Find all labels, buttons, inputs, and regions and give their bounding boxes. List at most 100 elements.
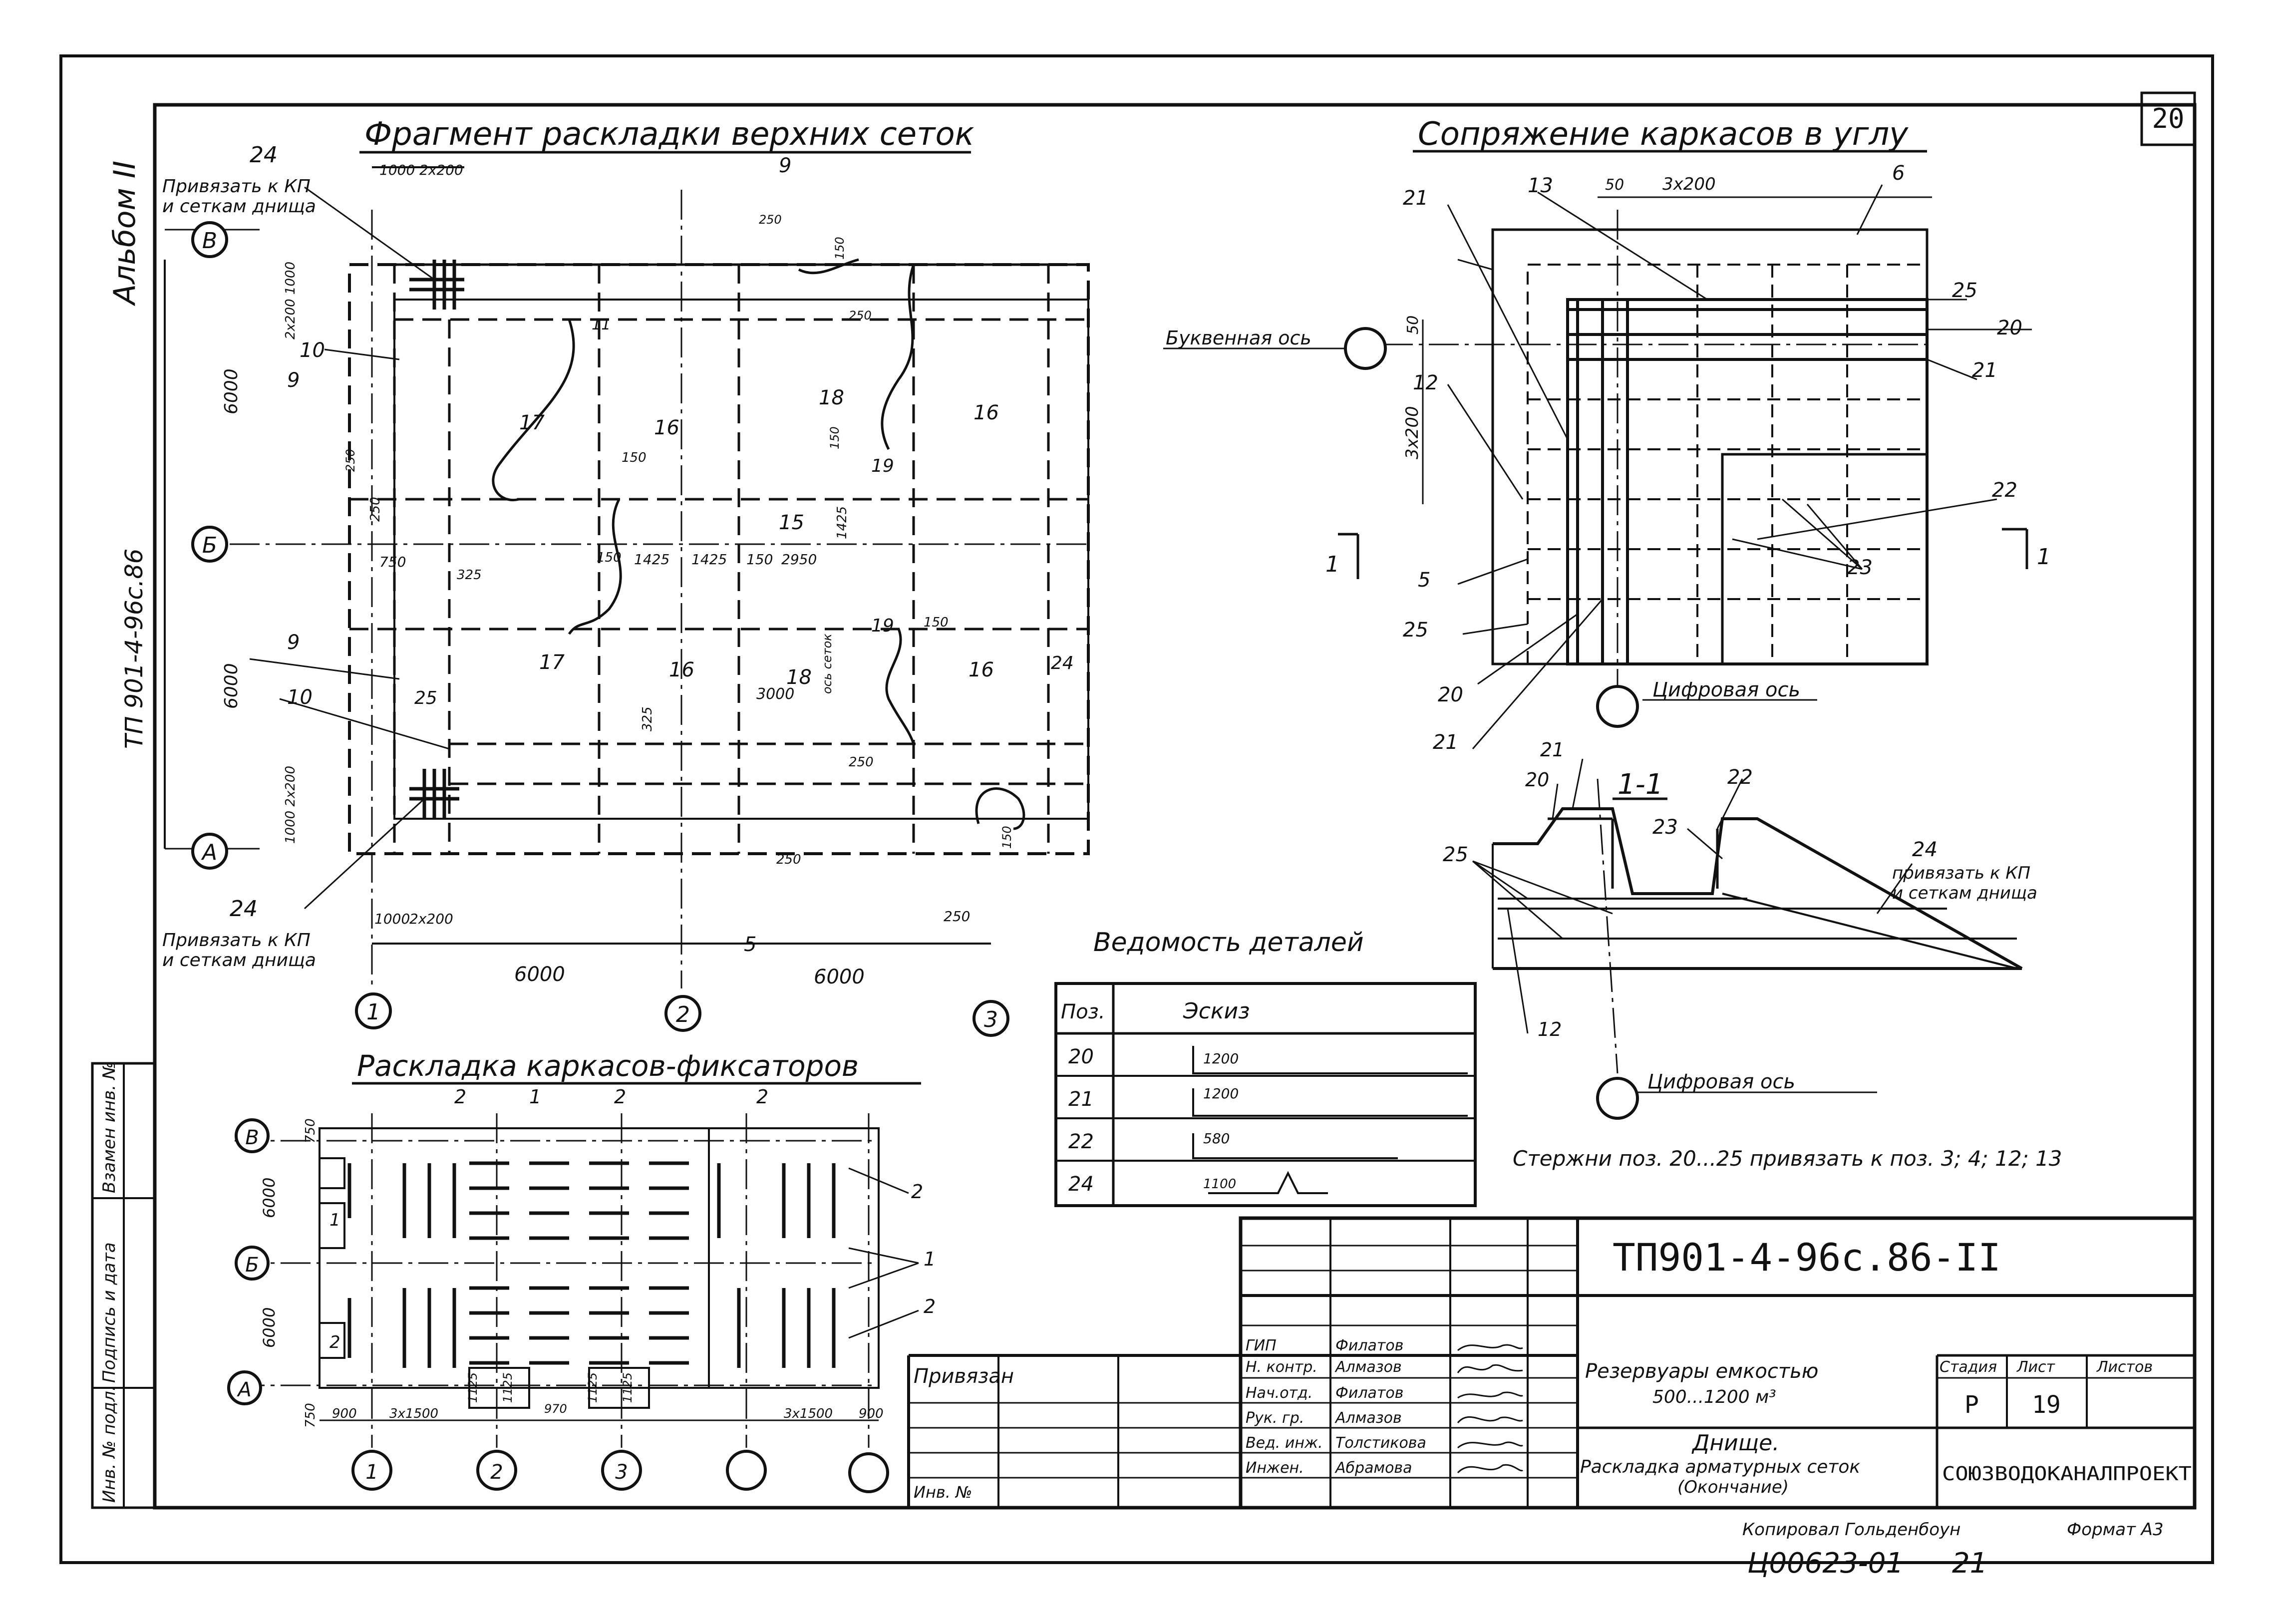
strip-signature: Подпись и дата	[99, 1242, 119, 1383]
details-title: Ведомость деталей	[1093, 928, 1364, 958]
svg-text:3: 3	[984, 1007, 998, 1032]
svg-text:1200: 1200	[1203, 1050, 1239, 1067]
svg-text:900: 900	[859, 1406, 884, 1421]
svg-text:6000: 6000	[221, 663, 242, 709]
svg-text:1125: 1125	[501, 1372, 515, 1403]
inv-label: Инв. №	[914, 1483, 972, 1502]
svg-text:25: 25	[1952, 279, 1977, 302]
svg-text:Днище.: Днище.	[1691, 1430, 1779, 1456]
axis-marker-1	[355, 992, 392, 1029]
frames-axis-v	[235, 1118, 270, 1153]
svg-text:2: 2	[329, 1332, 340, 1352]
bind-note-top-2: и сеткам днища	[162, 196, 316, 217]
svg-text:250: 250	[944, 908, 970, 925]
details-col-sketch: Эскиз	[1183, 998, 1250, 1024]
svg-text:Инжен.: Инжен.	[1246, 1459, 1304, 1477]
svg-text:6000: 6000	[814, 966, 865, 988]
svg-text:2х200: 2х200	[419, 162, 463, 178]
svg-text:5: 5	[1418, 569, 1430, 592]
section-digit-axis-label: Цифровая ось	[1647, 1070, 1795, 1093]
svg-text:1125: 1125	[621, 1372, 635, 1403]
svg-text:970: 970	[544, 1402, 567, 1416]
copied-by: Копировал Гольденбоун	[1742, 1520, 1960, 1540]
svg-text:1: 1	[329, 1210, 340, 1230]
svg-text:325: 325	[457, 568, 482, 583]
svg-text:5: 5	[744, 933, 756, 956]
anchor-bars-bottom	[409, 769, 459, 819]
svg-text:25: 25	[1443, 843, 1468, 866]
svg-text:18: 18	[786, 666, 812, 689]
svg-text:1425: 1425	[634, 551, 669, 568]
svg-text:150: 150	[1000, 826, 1014, 849]
svg-text:ось сеток: ось сеток	[820, 634, 834, 694]
frames-axis-b	[235, 1246, 270, 1281]
svg-text:3000: 3000	[756, 685, 794, 703]
svg-text:Рук. гр.: Рук. гр.	[1246, 1409, 1304, 1427]
svg-text:1000: 1000	[374, 911, 410, 927]
svg-text:325: 325	[640, 706, 655, 731]
bind-note-bottom-2: и сеткам днища	[162, 950, 316, 971]
svg-text:Лист: Лист	[2016, 1358, 2056, 1376]
svg-text:(Окончание): (Окончание)	[1677, 1477, 1789, 1497]
strip-inv: Инв. № подл.	[99, 1385, 119, 1503]
title-block: ТП901-4-96с.86-II Привязан Инв. № ГИП Н.…	[907, 1216, 2197, 1510]
corner-title: Сопряжение каркасов в углу	[1418, 116, 1909, 153]
svg-text:1425: 1425	[691, 551, 727, 568]
svg-text:18: 18	[819, 386, 844, 409]
svg-text:6000: 6000	[260, 1307, 279, 1348]
svg-text:150: 150	[746, 551, 773, 568]
details-pos-20: 20	[1068, 1045, 1094, 1068]
svg-text:150: 150	[828, 426, 842, 449]
svg-text:50: 50	[1404, 316, 1422, 334]
svg-text:9: 9	[287, 631, 300, 654]
svg-text:9: 9	[779, 154, 791, 177]
svg-text:10: 10	[300, 339, 325, 362]
section-view: 1-1 Цифровая ось 21 20 22 23 25 24 12 п	[1443, 739, 2037, 1120]
svg-text:1100: 1100	[1203, 1177, 1236, 1192]
corner-joint-view: Сопряжение каркасов в углу Буквенная ось…	[1163, 116, 2051, 754]
svg-text:1125: 1125	[466, 1372, 480, 1403]
digit-axis-marker	[1596, 685, 1639, 728]
frames-axis-3	[601, 1450, 642, 1491]
frames-title: Раскладка каркасов-фиксаторов	[357, 1049, 859, 1083]
svg-text:6000: 6000	[260, 1178, 279, 1218]
svg-text:2: 2	[924, 1296, 936, 1317]
svg-text:Алмазов: Алмазов	[1334, 1409, 1402, 1427]
svg-text:17: 17	[539, 651, 565, 674]
svg-text:6000: 6000	[514, 963, 565, 986]
svg-text:3х1500: 3х1500	[784, 1406, 833, 1421]
svg-text:20: 20	[1525, 769, 1549, 791]
svg-text:10: 10	[287, 686, 313, 709]
svg-text:Резервуары емкостью: Резервуары емкостью	[1585, 1360, 1818, 1383]
svg-text:ГИП: ГИП	[1246, 1337, 1277, 1354]
svg-text:21: 21	[1972, 359, 1997, 382]
svg-text:1425: 1425	[835, 506, 850, 539]
section-digit-axis-marker	[1596, 1077, 1639, 1120]
svg-text:24: 24	[230, 896, 258, 922]
svg-text:20: 20	[1438, 683, 1463, 706]
details-table: Ведомость деталей Поз. Эскиз 20 21 22 24…	[1054, 928, 1477, 1207]
svg-text:11: 11	[592, 316, 611, 333]
svg-text:13: 13	[1528, 174, 1553, 197]
details-pos-24: 24	[1068, 1173, 1094, 1196]
svg-text:150: 150	[622, 450, 647, 465]
bind-note-top-1: Привязать к КП	[162, 176, 311, 197]
svg-text:Филатов: Филатов	[1335, 1337, 1403, 1354]
svg-text:1200: 1200	[1203, 1085, 1239, 1102]
svg-text:9: 9	[287, 369, 300, 392]
svg-text:Абрамова: Абрамова	[1334, 1459, 1412, 1477]
svg-text:Нач.отд.: Нач.отд.	[1246, 1384, 1312, 1402]
order-number: Ц00623-01	[1747, 1547, 1904, 1580]
svg-text:20: 20	[1997, 317, 2022, 339]
svg-text:Толстикова: Толстикова	[1335, 1434, 1426, 1452]
svg-text:250: 250	[849, 309, 872, 323]
details-pos-21: 21	[1068, 1088, 1094, 1111]
section-title: 1-1	[1618, 768, 1663, 801]
svg-text:Листов: Листов	[2096, 1358, 2153, 1376]
svg-text:3х200: 3х200	[1402, 406, 1422, 459]
anchor-bars-top	[409, 260, 464, 310]
section-bind-note-2: и сеткам днища	[1892, 883, 2037, 903]
letter-axis-marker	[1344, 327, 1387, 370]
svg-text:24: 24	[250, 142, 278, 168]
details-pos-22: 22	[1068, 1130, 1094, 1153]
